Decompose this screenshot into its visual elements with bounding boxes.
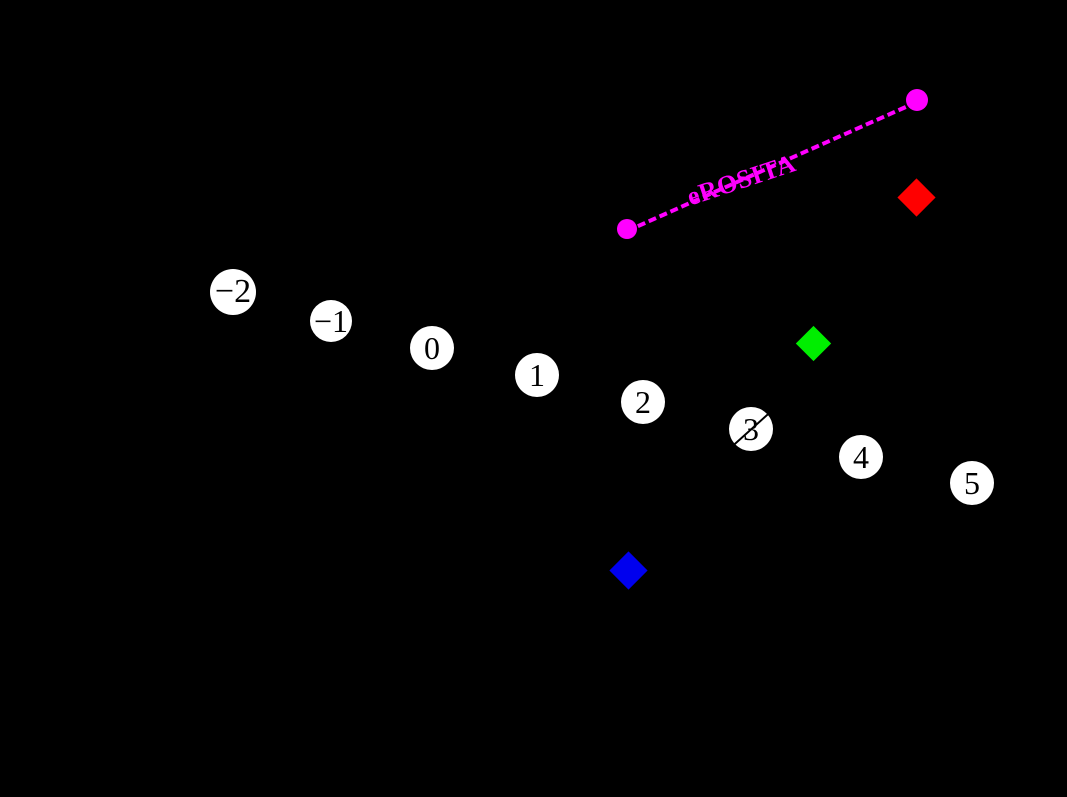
erosita-left-endpoint-dot <box>617 219 637 239</box>
green-diamond-marker <box>795 325 831 361</box>
track-marker-0: 0 <box>410 326 454 370</box>
erosita-right-endpoint-dot <box>906 89 928 111</box>
track-marker-1: 1 <box>515 353 559 397</box>
red-diamond-marker <box>896 177 936 217</box>
track-marker-3: 3 <box>729 407 773 451</box>
track-marker-4: 4 <box>839 435 883 479</box>
blue-diamond-marker <box>608 550 648 590</box>
track-marker-2: 2 <box>621 380 665 424</box>
track-marker-minus2: −2 <box>210 269 256 315</box>
erosita-series-label: eROSITA <box>683 148 800 212</box>
track-marker-minus1: −1 <box>310 300 352 342</box>
track-marker-5: 5 <box>950 461 994 505</box>
